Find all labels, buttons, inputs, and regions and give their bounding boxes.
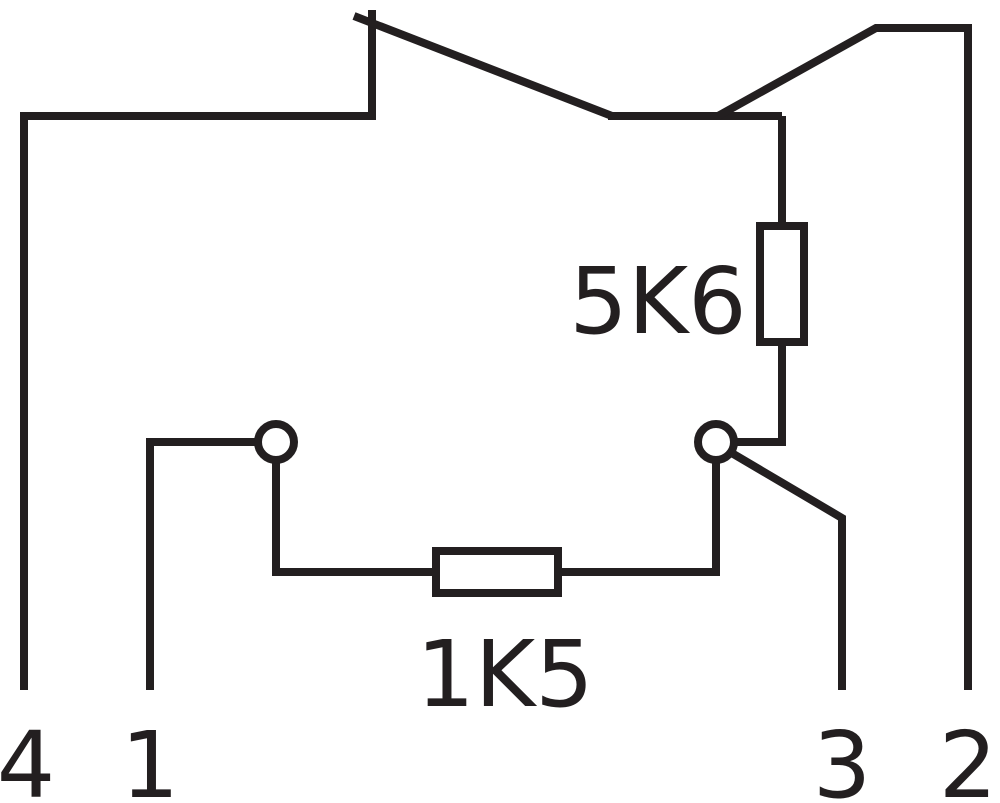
pin-1-label: 1 — [121, 712, 180, 803]
pin-3-label: 3 — [813, 712, 872, 803]
wire-pin1 — [146, 438, 258, 690]
resistor-5k6 — [756, 222, 808, 346]
pin-2-label: 2 — [939, 712, 998, 803]
pin-4-label: 4 — [0, 712, 55, 803]
terminal-left — [254, 420, 298, 464]
wire-pin3 — [727, 448, 846, 690]
resistor-1k5-label: 1K5 — [416, 621, 593, 728]
switch-lever — [352, 12, 614, 120]
wire-pin2 — [716, 24, 972, 690]
terminal-right — [694, 420, 738, 464]
wire-pin4 — [20, 10, 376, 690]
resistor-5k6-label: 5K6 — [569, 248, 746, 355]
resistor-1k5 — [432, 547, 562, 597]
